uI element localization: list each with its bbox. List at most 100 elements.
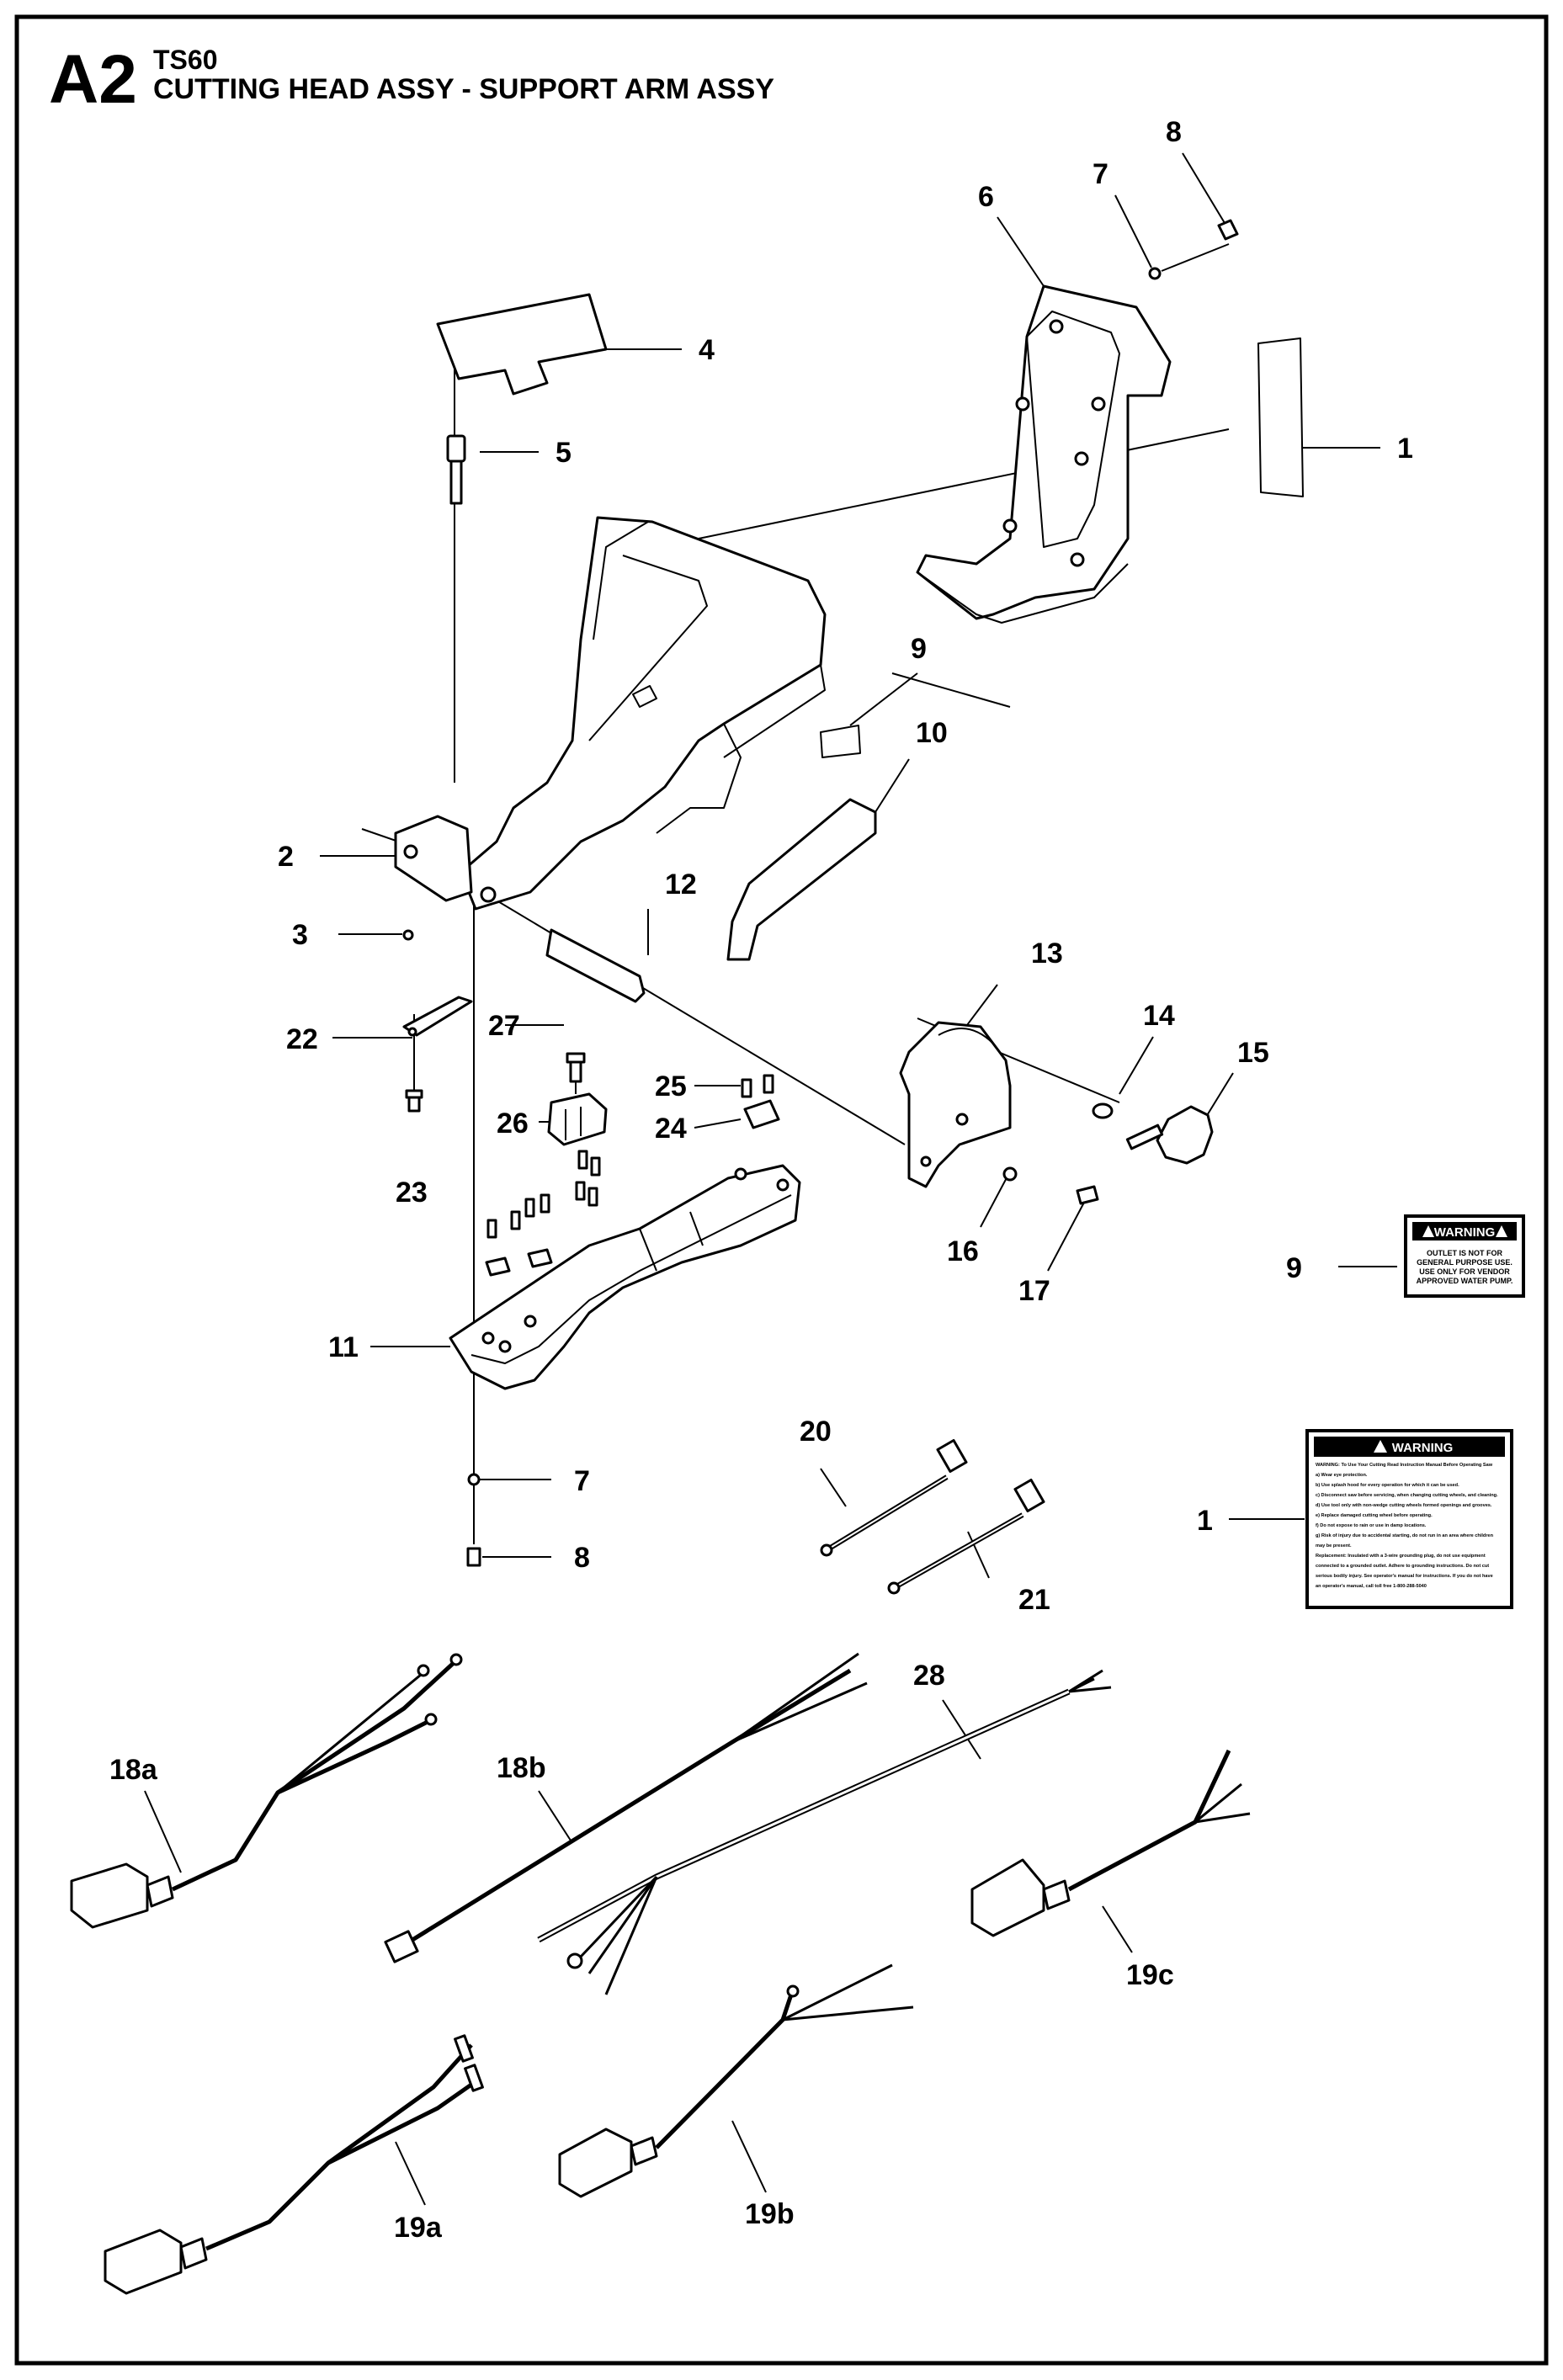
callout-12-label: 12 <box>665 869 697 900</box>
callout-13-label: 13 <box>1031 938 1063 970</box>
page-frame <box>14 14 1549 2366</box>
part-1-label-sheet <box>1257 337 1304 497</box>
part-15-knob-thread <box>1125 1124 1164 1150</box>
part-13-bracket <box>899 1021 1012 1188</box>
axis-line-bracket-arm <box>698 428 1230 539</box>
callout-26-label: 26 <box>497 1108 529 1140</box>
part-arm-body <box>465 516 827 911</box>
decal-1-line-8: g) Risk of injury due to accidental star… <box>1316 1533 1494 1538</box>
callout-pointers <box>144 152 1397 2206</box>
callout-28-label: 28 <box>913 1660 945 1692</box>
callout-18b-label: 18b <box>497 1752 546 1784</box>
decal-1-line-3: b) Use splash hood for every operation f… <box>1316 1483 1459 1488</box>
part-7-washer-top <box>1148 267 1162 280</box>
callout-8-bottom-label: 8 <box>574 1542 590 1574</box>
callout-7-bottom-label: 7 <box>574 1465 590 1497</box>
callout-11-label: 11 <box>328 1331 359 1363</box>
callout-24-label: 24 <box>655 1113 687 1145</box>
callout-25-label: 25 <box>655 1070 687 1102</box>
callout-5-label: 5 <box>556 437 572 469</box>
part-25-screw-b <box>763 1074 774 1094</box>
callout-19c-label: 19c <box>1126 1959 1174 1991</box>
callout-4-label: 4 <box>699 334 715 366</box>
decal-1-line-11: connected to a grounded outlet. Adhere t… <box>1316 1564 1489 1569</box>
callout-23-label: 23 <box>396 1177 428 1209</box>
decal-1-line-6: e) Replace damaged cutting wheel before … <box>1316 1513 1433 1518</box>
callout-19a-label: 19a <box>394 2212 443 2244</box>
decal-1-line-7: f) Do not expose to rain or use in damp … <box>1316 1523 1427 1528</box>
part-24-clip <box>743 1099 780 1129</box>
part-21-terminal <box>1013 1479 1045 1512</box>
part-shapes <box>70 219 1304 2295</box>
callout-1-decal-label: 1 <box>1197 1505 1213 1537</box>
part-2-flange <box>394 815 473 902</box>
part-4-plate <box>436 293 608 396</box>
callout-3-label: 3 <box>292 919 308 951</box>
section-code: A2 <box>49 41 137 118</box>
part-10-grip <box>726 798 877 961</box>
decal-1-line-12: serious bodily injury. See operator's ma… <box>1316 1574 1493 1579</box>
callout-19b-label: 19b <box>745 2198 795 2230</box>
decal-1-warning-large: WARNING WARNING: To Use Your Cutting Rea… <box>1305 1429 1513 1609</box>
decal-1-line-9: may be present. <box>1316 1543 1352 1549</box>
callout-9-label: 9 <box>911 633 927 665</box>
part-12-pin <box>545 928 646 1003</box>
decal-9-line-4: APPROVED WATER PUMP. <box>1417 1277 1513 1285</box>
part-15-knob <box>1156 1105 1214 1165</box>
model-name: TS60 <box>153 45 217 75</box>
part-7-washer-bottom <box>467 1473 481 1486</box>
decal-1-line-2: a) Wear eye protection. <box>1316 1473 1368 1478</box>
decal-1-heading: WARNING <box>1392 1441 1454 1455</box>
callout-27-label: 27 <box>488 1010 520 1042</box>
decal-1-line-4: c) Disconnect saw before servicing, when… <box>1316 1493 1498 1498</box>
callout-9-decal-label: 9 <box>1286 1252 1302 1284</box>
part-8-screw-bottom <box>466 1547 481 1567</box>
callout-2-label: 2 <box>278 841 294 873</box>
part-19b-plug <box>558 2128 633 2198</box>
part-16-washer <box>1002 1166 1018 1182</box>
part-27-screw <box>569 1059 582 1083</box>
callout-20-label: 20 <box>800 1416 832 1448</box>
part-14-washer <box>1092 1102 1114 1119</box>
part-11-base <box>449 1164 801 1390</box>
callout-7-top-label: 7 <box>1093 158 1108 190</box>
part-19a-plug <box>104 2229 183 2295</box>
part-26-block <box>547 1092 608 1146</box>
callout-14-label: 14 <box>1143 1000 1175 1032</box>
part-20-terminal <box>936 1439 968 1473</box>
callout-6-label: 6 <box>978 181 994 213</box>
part-25-screw-a <box>741 1078 752 1098</box>
decal-9-warning-small: WARNING OUTLET IS NOT FOR GENERAL PURPOS… <box>1404 1214 1525 1298</box>
part-5-screw-shank <box>449 460 463 505</box>
decal-1-line-13: an operator's manual, call toll free 1-8… <box>1316 1584 1427 1589</box>
callout-15-label: 15 <box>1237 1037 1269 1069</box>
part-3-pin <box>402 929 414 941</box>
part-9-label-arm <box>820 725 861 758</box>
callout-22-label: 22 <box>286 1023 318 1055</box>
part-18b-connector <box>384 1930 419 1963</box>
decal-9-line-1: OUTLET IS NOT FOR <box>1427 1249 1502 1257</box>
part-18a-plug <box>70 1862 149 1929</box>
part-8-screw-top <box>1217 219 1239 241</box>
callout-17-label: 17 <box>1018 1275 1050 1307</box>
part-6-bracket <box>916 284 1172 620</box>
page-title: CUTTING HEAD ASSY - SUPPORT ARM ASSY <box>153 73 774 105</box>
callout-21-label: 21 <box>1018 1584 1050 1616</box>
decal-9-heading: WARNING <box>1434 1225 1496 1240</box>
decal-9-line-3: USE ONLY FOR VENDOR <box>1419 1267 1510 1276</box>
decal-9-line-2: GENERAL PURPOSE USE. <box>1417 1258 1512 1267</box>
axis-line-label-arm <box>891 672 1011 708</box>
decal-1-line-5: d) Use tool only with non-wedge cutting … <box>1316 1503 1492 1508</box>
decal-1-line-1: WARNING: To Use Your Cutting Read Instru… <box>1316 1463 1493 1468</box>
callout-labels: 1 1 2 3 4 5 6 7 7 8 8 9 9 10 11 12 13 14… <box>109 116 1413 2244</box>
part-5-screw-head <box>446 434 466 463</box>
callout-18a-label: 18a <box>109 1754 158 1786</box>
callout-8-top-label: 8 <box>1166 116 1182 148</box>
callout-10-label: 10 <box>916 717 948 749</box>
part-19c-plug <box>970 1858 1045 1937</box>
callout-16-label: 16 <box>947 1235 979 1267</box>
callout-1-label: 1 <box>1397 433 1413 465</box>
decal-1-line-10: Replacement: Insulated with a 3-wire gro… <box>1316 1554 1486 1559</box>
part-17-screw <box>1076 1185 1099 1205</box>
